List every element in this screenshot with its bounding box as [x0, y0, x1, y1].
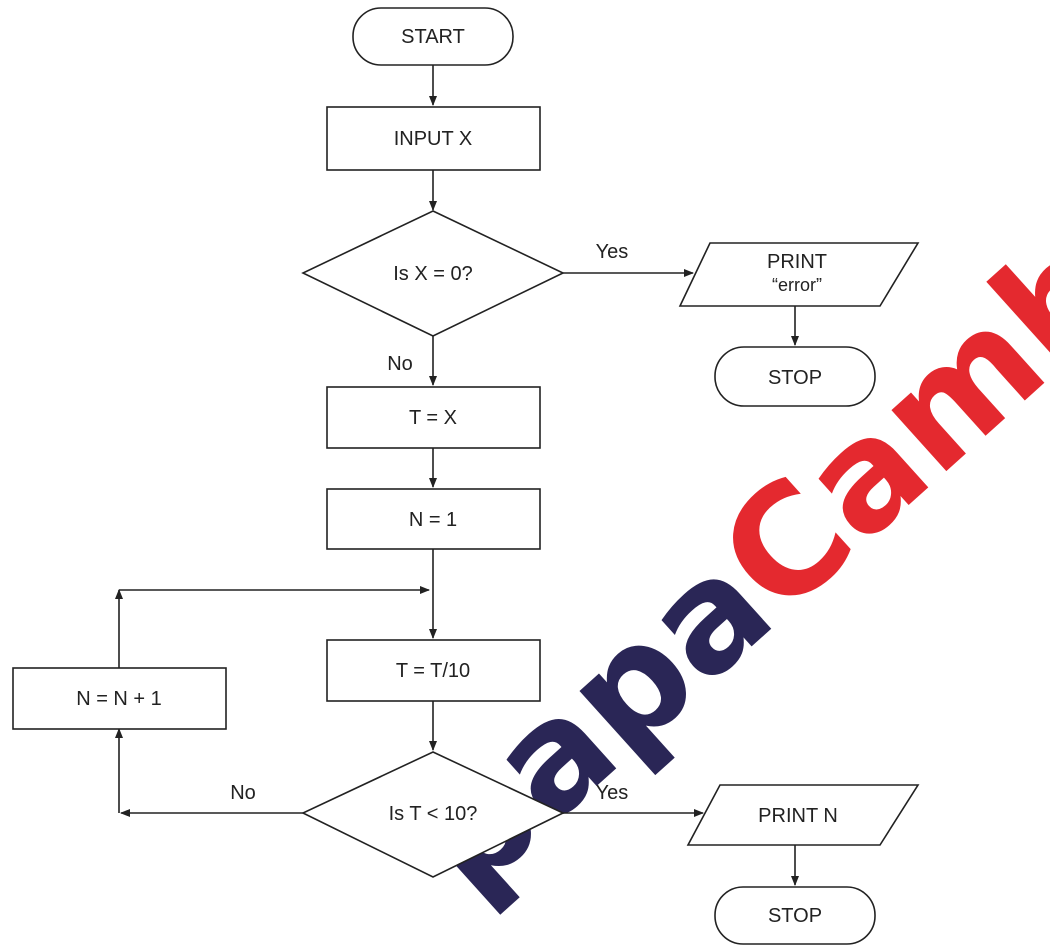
- node-assign-t: T = X: [326, 386, 541, 449]
- start-label: START: [401, 26, 465, 48]
- node-input-x: INPUT X: [326, 106, 541, 171]
- assign-n-label: N = 1: [409, 509, 457, 531]
- edges: [115, 65, 799, 886]
- edge-labels: Yes No No Yes: [230, 241, 628, 804]
- node-print-error: PRINT “error”: [678, 242, 920, 307]
- node-decision-t-less-10: Is T < 10?: [301, 751, 565, 878]
- increment-n-label: N = N + 1: [76, 688, 162, 710]
- label-t-less-yes: Yes: [596, 782, 629, 804]
- decision-t-less-10-label: Is T < 10?: [389, 803, 478, 825]
- print-error-label-1: PRINT: [767, 251, 827, 273]
- node-divide-t: T = T/10: [326, 639, 541, 702]
- assign-t-label: T = X: [409, 407, 457, 429]
- print-n-label: PRINT N: [758, 805, 838, 827]
- stop-top-label: STOP: [768, 367, 822, 389]
- label-x-zero-yes: Yes: [596, 241, 629, 263]
- node-increment-n: N = N + 1: [12, 667, 227, 730]
- divide-t-label: T = T/10: [396, 660, 470, 682]
- node-stop-bottom: STOP: [714, 886, 876, 945]
- print-error-label-2: “error”: [772, 275, 822, 295]
- input-x-label: INPUT X: [394, 128, 473, 150]
- decision-x-zero-label: Is X = 0?: [393, 263, 473, 285]
- node-decision-x-zero: Is X = 0?: [301, 210, 565, 337]
- label-x-zero-no: No: [387, 353, 413, 375]
- node-print-n: PRINT N: [686, 784, 920, 846]
- stop-bottom-label: STOP: [768, 905, 822, 927]
- node-stop-top: STOP: [714, 346, 876, 407]
- watermark-red: Cambridge: [688, 0, 1050, 648]
- label-t-less-no: No: [230, 782, 256, 804]
- node-assign-n: N = 1: [326, 488, 541, 550]
- node-start: START: [352, 7, 514, 66]
